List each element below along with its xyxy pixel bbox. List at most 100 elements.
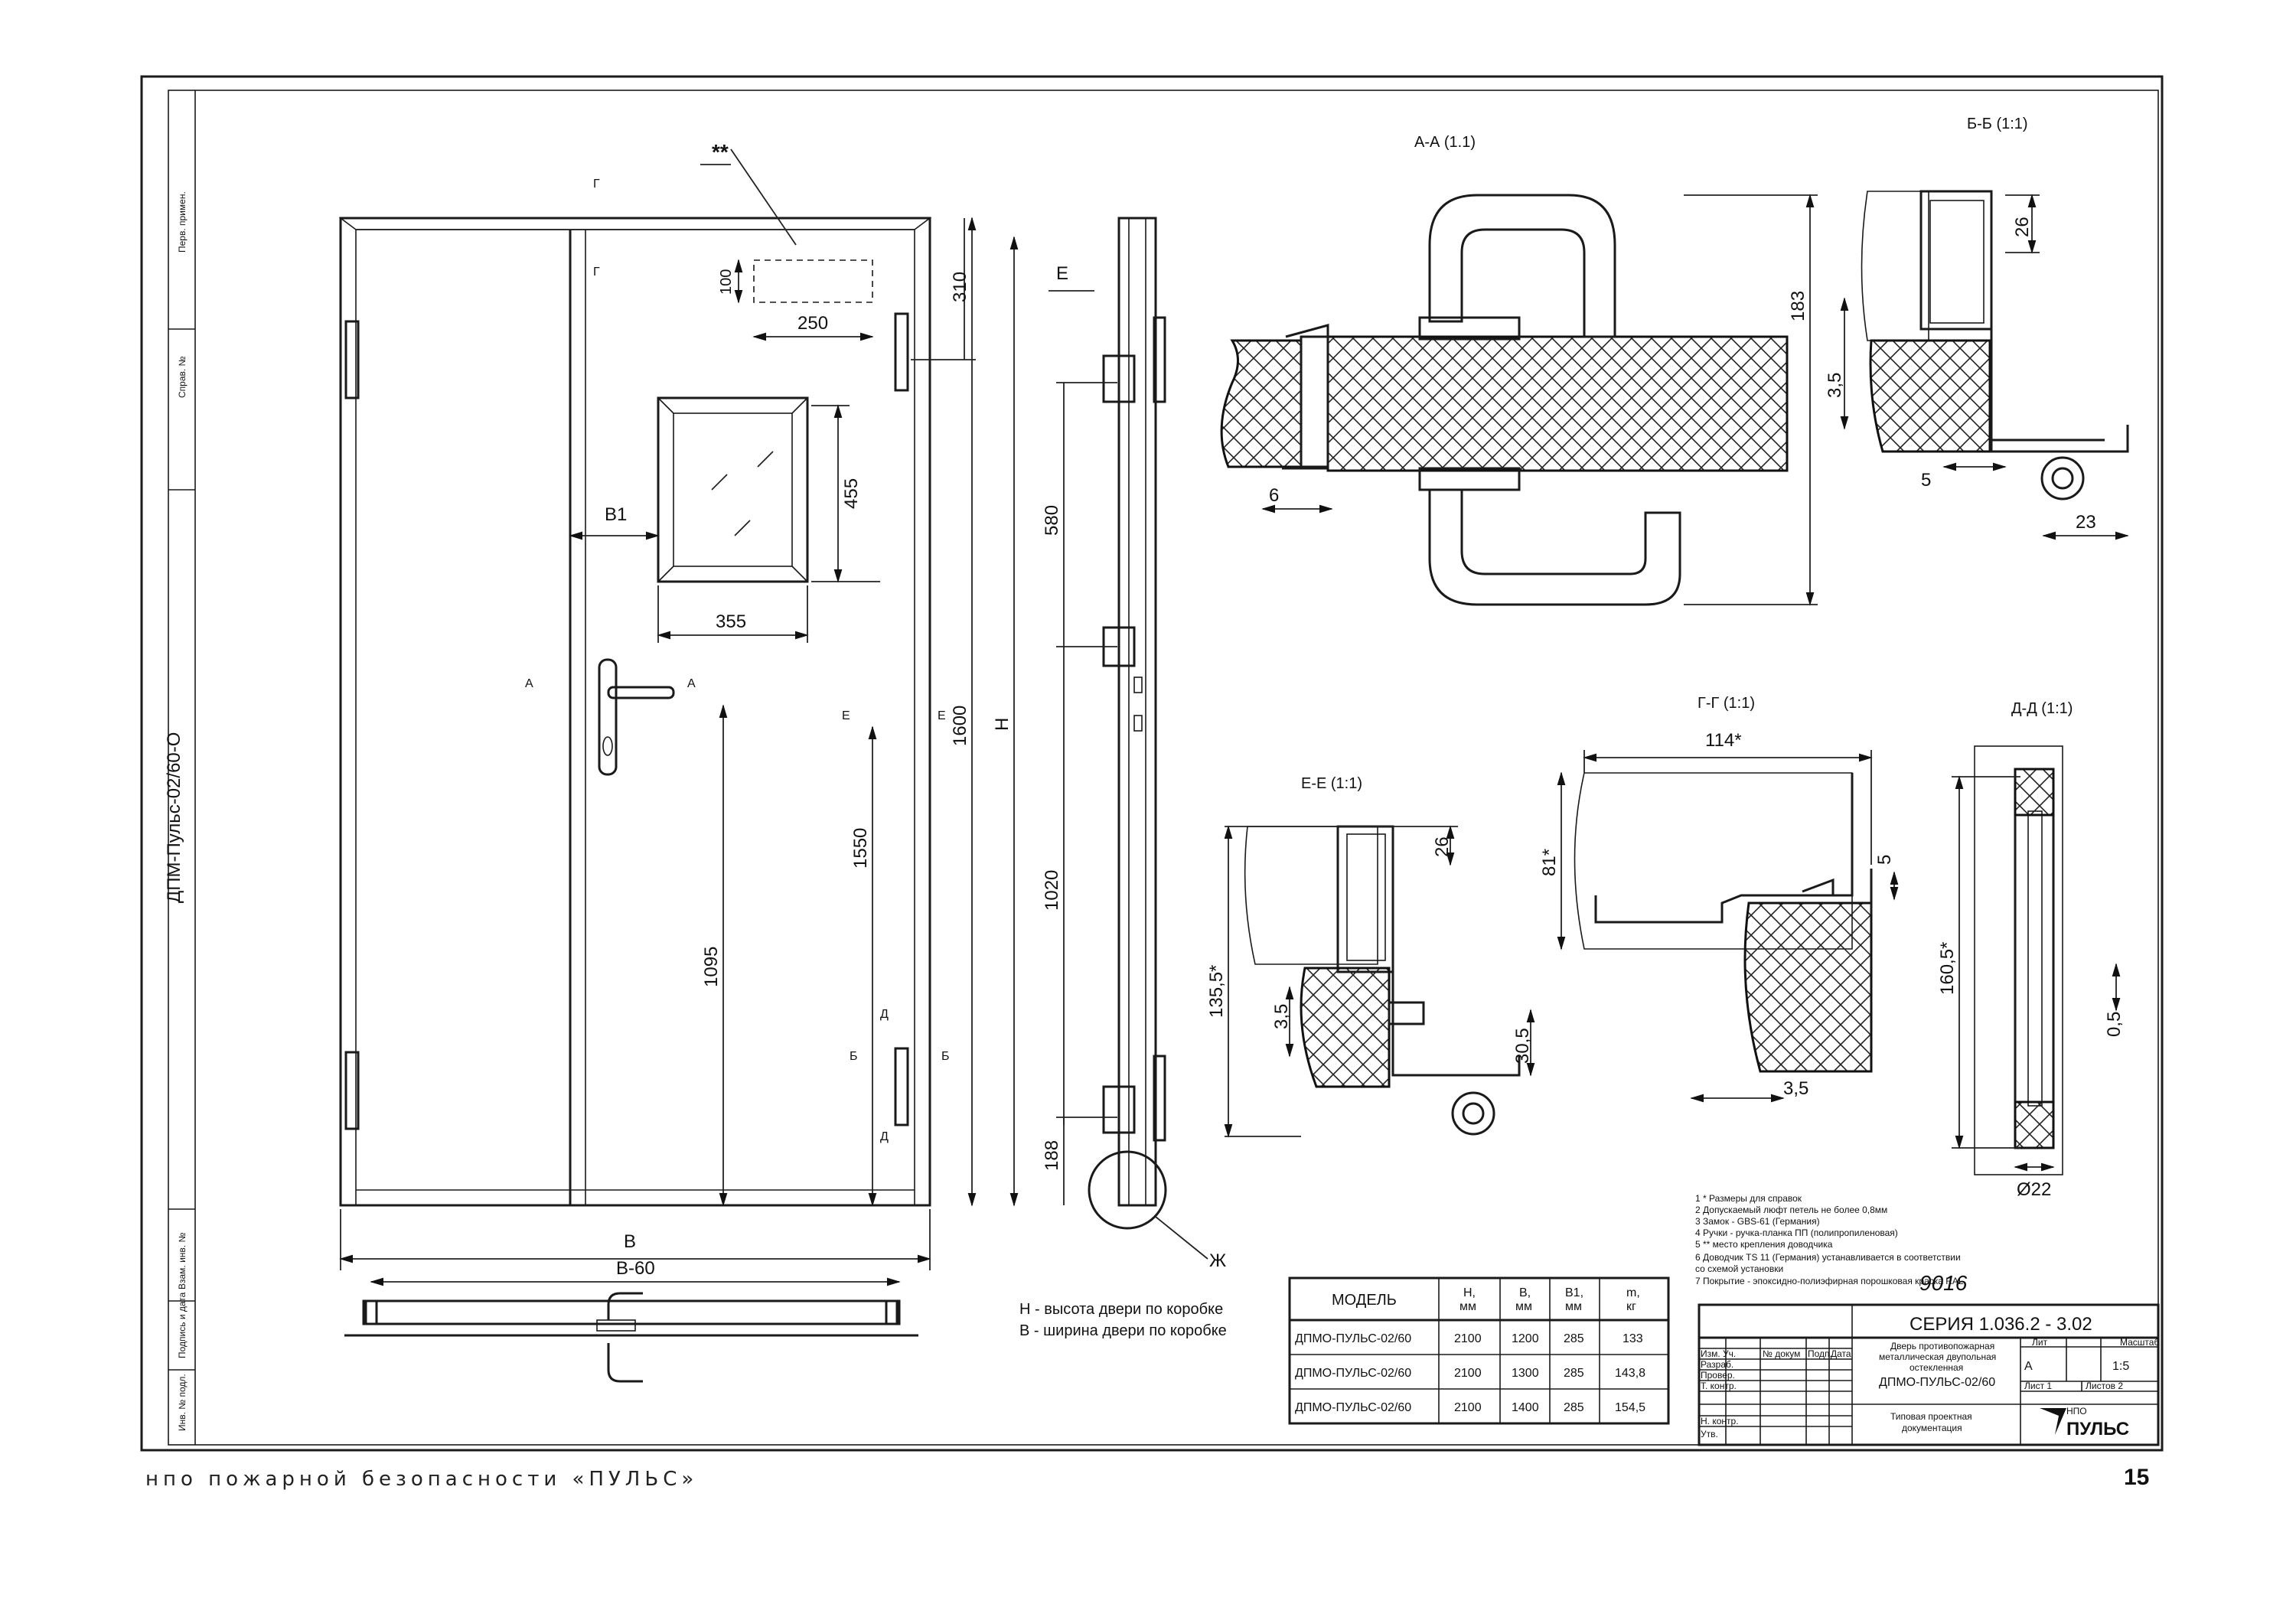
row3-model: ДПМО-ПУЛЬС-02/60	[1295, 1401, 1411, 1414]
title-name-4: ДПМО-ПУЛЬС-02/60	[1879, 1376, 1995, 1389]
dim-stars: **	[712, 140, 729, 164]
row2-m: 143,8	[1615, 1367, 1645, 1380]
section-ee: Е-Е (1:1) 26 135,5* 3,5 30,5	[1206, 775, 1535, 1138]
note-1: 1 * Размеры для справок	[1695, 1193, 1802, 1204]
section-dd: Д-Д (1:1) 160,5* 0,5 Ø22	[1937, 700, 2125, 1200]
dd-dim-22: Ø22	[2017, 1179, 2051, 1200]
th-m-unit: кг	[1626, 1300, 1636, 1313]
row2-b: 1300	[1512, 1367, 1539, 1380]
section-mark-b-right: Б	[941, 1050, 950, 1063]
section-gg-title: Г-Г (1:1)	[1698, 695, 1755, 712]
note-7: 7 Покрытие - эпоксидно-полиэфирная порош…	[1695, 1276, 1964, 1286]
note-3: 3 Замок - GBS-61 (Германия)	[1695, 1216, 1820, 1227]
section-bb-title: Б-Б (1:1)	[1967, 116, 2028, 132]
ee-dim-305: 30,5	[1512, 1028, 1533, 1064]
note-4: 4 Ручки - ручка-планка ПП (полипропилено…	[1695, 1227, 1898, 1238]
section-mark-e-left: Е	[842, 709, 850, 722]
section-mark-a-left: А	[525, 677, 533, 690]
dim-b1: B1	[605, 504, 627, 525]
role-change: Изм. Уч.	[1701, 1348, 1736, 1359]
dim-355: 355	[716, 611, 746, 632]
legend-b-definition: В - ширина двери по коробке	[1019, 1322, 1227, 1339]
door-side-view	[1009, 217, 1208, 1260]
section-mark-g-mid: Г	[593, 266, 600, 279]
ee-dim-26: 26	[1432, 836, 1453, 857]
ee-dim-1355: 135,5*	[1206, 965, 1227, 1018]
front-view-dimension-labels: 310 1600 1550 1095 455 100 355 250 B1 **…	[525, 140, 970, 1279]
series-code: СЕРИЯ 1.036.2 - 3.02	[1910, 1314, 2092, 1335]
dd-dim-05: 0,5	[2104, 1012, 2125, 1037]
logo-mark-icon	[2040, 1408, 2066, 1435]
stamp-label-replace-inv: Взам. инв. №	[177, 1233, 188, 1289]
th-b1: B1,	[1565, 1286, 1583, 1299]
ral-code: 9016	[1919, 1271, 1968, 1295]
section-gg: Г-Г (1:1) 114* 81* 5 3,5	[1539, 695, 1899, 1103]
sheet-no: Лист 1	[2024, 1381, 2052, 1391]
mass-label: Масштаб	[2120, 1337, 2159, 1348]
row3-b: 1400	[1512, 1401, 1539, 1414]
row1-h: 2100	[1454, 1332, 1482, 1345]
stamp-label-first-use: Перв. примен.	[177, 191, 188, 253]
title-name-2: металлическая двупольная	[1879, 1351, 1996, 1362]
th-m: m,	[1626, 1286, 1640, 1299]
dim-188: 188	[1042, 1140, 1062, 1171]
dim-b60: B-60	[616, 1258, 655, 1279]
row2-h: 2100	[1454, 1367, 1482, 1380]
stamp-label-sign-date: Подпись и дата	[177, 1292, 188, 1358]
note-6b: со схемой установки	[1695, 1263, 1783, 1274]
dim-1095: 1095	[701, 947, 722, 987]
section-mark-e-side: E	[1056, 263, 1068, 284]
bb-dim-5: 5	[1921, 470, 1931, 491]
sheet-frame	[140, 75, 2164, 1452]
th-b-unit: мм	[1515, 1300, 1532, 1313]
section-dd-title: Д-Д (1:1)	[2011, 700, 2073, 717]
title-block: СЕРИЯ 1.036.2 - 3.02 Дверь противопожарн…	[1698, 1303, 2160, 1446]
th-h: H,	[1463, 1286, 1476, 1299]
side-view-labels: 580 1020 188 H E Ж Н - высота двери по к…	[992, 263, 1227, 1339]
dim-1550: 1550	[850, 828, 871, 869]
dim-1600: 1600	[950, 706, 970, 746]
row1-m: 133	[1623, 1332, 1643, 1345]
section-ee-title: Е-Е (1:1)	[1301, 775, 1362, 792]
gg-dim-81: 81*	[1539, 849, 1560, 876]
general-notes: 1 * Размеры для справок 2 Допускаемый лю…	[1695, 1193, 1968, 1295]
callout-zh: Ж	[1209, 1250, 1226, 1271]
stamp-side-labels: Перв. примен. Справ. № Инв. № подл. Подп…	[177, 191, 188, 1431]
th-model: МОДЕЛЬ	[1332, 1292, 1397, 1309]
door-front-view	[338, 217, 932, 1207]
title-name-1: Дверь противопожарная	[1890, 1341, 1994, 1351]
th-h-unit: мм	[1459, 1300, 1476, 1313]
row2-model: ДПМО-ПУЛЬС-02/60	[1295, 1367, 1411, 1380]
row3-b1: 285	[1564, 1401, 1584, 1414]
lit-label: Лит	[2032, 1337, 2048, 1348]
doc-type-1: Типовая проектная	[1890, 1411, 1972, 1422]
row1-b: 1200	[1512, 1332, 1539, 1345]
spec-table: МОДЕЛЬ H, мм B, мм B1, мм m, кг ДПМО-ПУЛ…	[1288, 1276, 1670, 1425]
legend-h-definition: Н - высота двери по коробке	[1019, 1301, 1223, 1318]
note-2: 2 Допускаемый люфт петель не более 0,8мм	[1695, 1205, 1887, 1215]
section-mark-b-left: Б	[850, 1050, 858, 1063]
section-bb: Б-Б (1:1) 26 3,5 5 23	[1825, 116, 2129, 540]
dim-250: 250	[797, 313, 828, 334]
scale-value: 1:5	[2112, 1360, 2129, 1373]
gg-dim-114: 114*	[1705, 730, 1742, 751]
section-mark-d-bottom: Д	[880, 1130, 889, 1143]
section-mark-a-right: А	[687, 677, 696, 690]
role-dev: Разраб.	[1701, 1359, 1733, 1370]
dim-b: B	[624, 1231, 636, 1252]
row3-m: 154,5	[1615, 1401, 1645, 1414]
col-docno: № докум	[1763, 1348, 1800, 1359]
row2-b1: 285	[1564, 1367, 1584, 1380]
bb-dim-26: 26	[2012, 217, 2033, 237]
dim-580: 580	[1042, 505, 1062, 536]
sheets-total: Листов 2	[2086, 1381, 2123, 1391]
section-mark-e-right: Е	[938, 709, 946, 722]
section-mark-d-top: Д	[880, 1008, 889, 1021]
dim-100: 100	[718, 269, 735, 295]
doc-type-2: документация	[1902, 1423, 1962, 1433]
th-b: B,	[1519, 1286, 1531, 1299]
footer-organization: нпо пожарной безопасности «ПУЛЬС»	[145, 1468, 699, 1491]
role-check: Провер.	[1701, 1370, 1735, 1381]
section-aa-title: А-А (1.1)	[1414, 134, 1476, 151]
stamp-label-ref-no: Справ. №	[177, 356, 188, 398]
